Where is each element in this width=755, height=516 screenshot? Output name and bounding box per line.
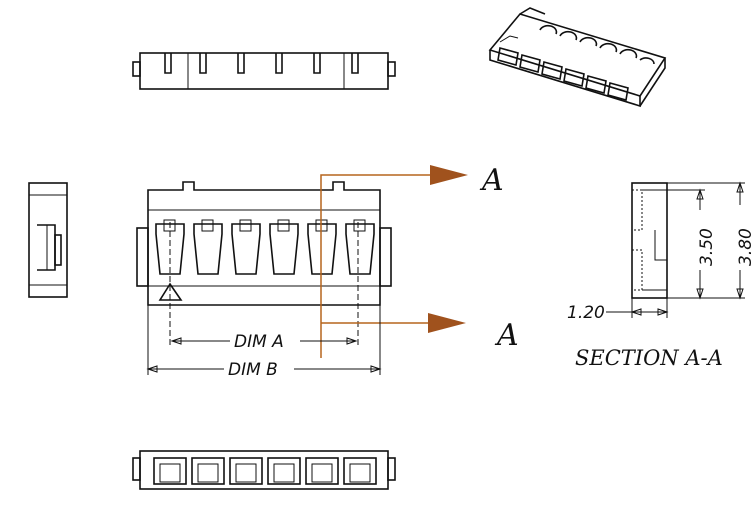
dim-b-line — [146, 305, 382, 375]
section-view — [606, 181, 745, 318]
dim-a-line — [170, 337, 358, 345]
top-view-slots — [164, 53, 359, 74]
dim-b-label: DIM B — [228, 360, 278, 380]
top-view — [132, 52, 396, 90]
section-label-top: A — [479, 163, 504, 198]
dim-120-label: 1.20 — [567, 303, 605, 323]
front-view — [136, 181, 392, 348]
left-side-view — [28, 182, 68, 298]
section-label-bottom: A — [494, 318, 519, 353]
isometric-view — [488, 7, 667, 108]
iso-cavities — [497, 24, 655, 102]
front-view-cavities — [155, 219, 375, 275]
dim-350-label: 3.50 — [697, 228, 717, 266]
dim-380-label: 3.80 — [736, 228, 755, 266]
section-arrow-bottom-icon — [428, 313, 466, 333]
dim-a-label: DIM A — [234, 332, 284, 352]
section-title: SECTION A-A — [575, 346, 723, 370]
section-arrow-top-icon — [430, 165, 468, 185]
bottom-view — [132, 450, 396, 490]
section-cut-line — [320, 165, 468, 358]
bottom-view-cavities — [153, 457, 377, 485]
